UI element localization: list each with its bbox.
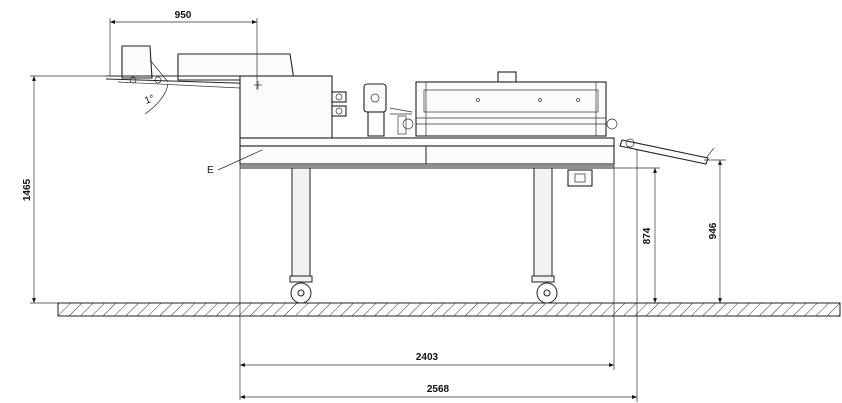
machine-table: [239, 137, 615, 169]
dimension-top-width: 950: [109, 10, 258, 90]
part-e-callout: E: [207, 149, 263, 176]
processing-head: [402, 71, 618, 137]
left-leg: [289, 167, 313, 304]
dim-label-table-length: 2403: [416, 352, 439, 363]
dimension-table-length: 2403: [239, 164, 615, 400]
dim-label-overall-length: 2568: [427, 384, 450, 395]
dim-label-top-width: 950: [175, 10, 192, 21]
dimension-overall-height: 1465: [22, 75, 110, 304]
part-e-label: E: [207, 165, 214, 176]
electrical-box: [567, 169, 593, 187]
dimension-outfeed-height: 946: [704, 159, 726, 303]
dim-label-table-height: 874: [642, 227, 653, 244]
control-housing: [239, 75, 347, 139]
infeed-conveyor: [105, 45, 301, 115]
dim-label-outfeed-height: 946: [708, 222, 719, 239]
angle-label: 1°: [143, 93, 156, 107]
dim-label-overall-height: 1465: [22, 178, 33, 201]
motor-unit: [363, 83, 413, 137]
right-leg: [531, 167, 558, 304]
dimension-overall-length: 2568: [240, 150, 638, 402]
outfeed-chute: [619, 138, 715, 165]
floor: [57, 302, 841, 317]
